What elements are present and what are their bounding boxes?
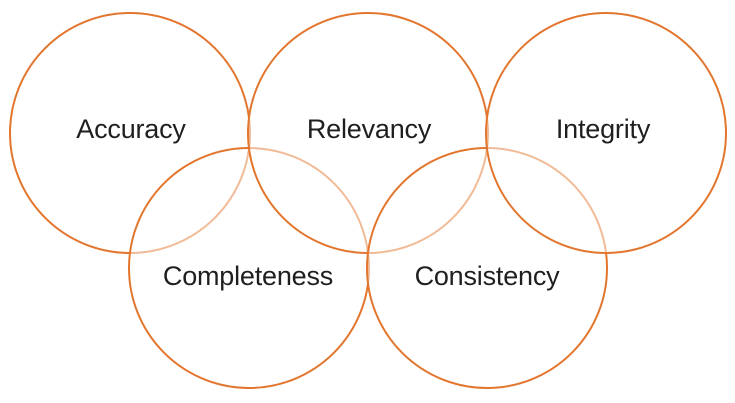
circle-label-accuracy: Accuracy <box>76 114 186 144</box>
circle-label-completeness: Completeness <box>163 261 333 291</box>
circle-label-consistency: Consistency <box>415 261 561 291</box>
integrity-circle <box>485 12 727 254</box>
circle-label-integrity: Integrity <box>556 114 651 144</box>
circle-label-relevancy: Relevancy <box>307 114 432 144</box>
